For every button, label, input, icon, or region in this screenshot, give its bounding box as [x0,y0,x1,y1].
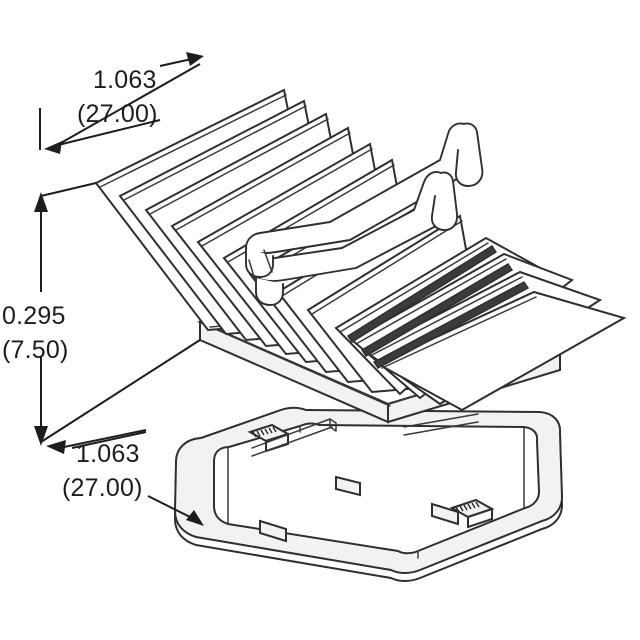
mounting-retainer-frame [173,406,564,582]
retainer-front-tabs [259,475,459,543]
retainer-tab-right-front [449,498,495,529]
depth-dimension-imperial: 1.063 [76,440,140,468]
height-dimension-metric: (7.50) [2,336,69,364]
depth-dimension-metric: (27.00) [62,474,143,502]
depth-dimension: 1.063 (27.00) [46,429,204,526]
width-dimension-metric: (27.00) [77,100,158,128]
knurl-texture-left-rear [252,426,277,438]
wire-spring-clip [245,122,484,306]
width-dimension: 1.063 (27.00) [39,52,204,154]
height-dimension: 0.295 (7.50) [2,182,201,446]
width-dimension-imperial: 1.063 [93,66,157,94]
height-dimension-imperial: 0.295 [2,302,66,330]
